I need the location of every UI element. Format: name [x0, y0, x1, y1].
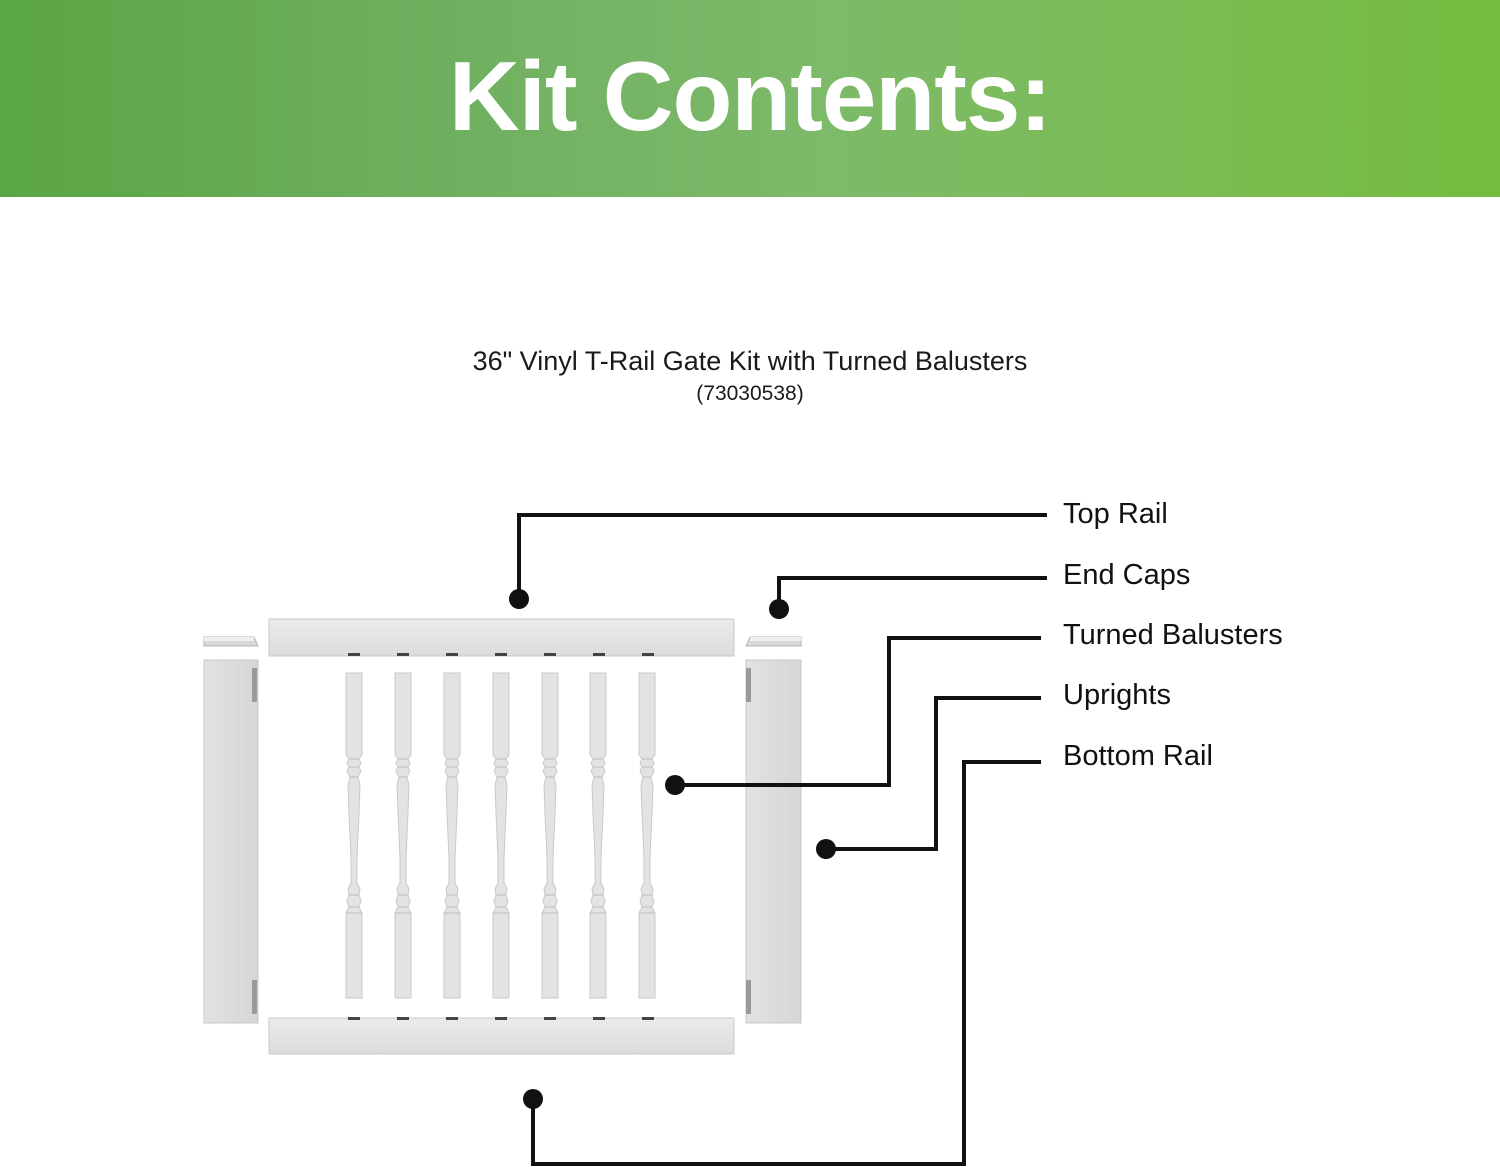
callout-end-caps: [777, 576, 1047, 609]
turned-balusters: [345, 672, 656, 999]
baluster: [394, 672, 412, 999]
baluster: [345, 672, 363, 999]
callout-dot-bottom-rail: [523, 1089, 543, 1109]
end-cap-left: [203, 636, 259, 647]
callout-dot-top-rail: [509, 589, 529, 609]
header-banner: Kit Contents:: [0, 0, 1500, 197]
callout-dot-end-caps: [769, 599, 789, 619]
callout-lines: [517, 513, 1047, 1166]
label-end-caps: End Caps: [1063, 559, 1191, 591]
top-rail: [268, 618, 735, 657]
callout-bottom-rail: [531, 760, 1041, 1166]
callout-dot-turned-balusters: [665, 775, 685, 795]
callout-uprights: [826, 696, 1041, 851]
label-uprights: Uprights: [1063, 679, 1171, 711]
baluster: [492, 672, 510, 999]
baluster: [589, 672, 607, 999]
page-title: Kit Contents:: [448, 41, 1052, 151]
callout-dot-uprights: [816, 839, 836, 859]
product-title: 36" Vinyl T-Rail Gate Kit with Turned Ba…: [472, 346, 1028, 376]
upright-right: [745, 659, 802, 1024]
baluster: [541, 672, 559, 999]
callout-top-rail: [517, 513, 1047, 598]
product-sku: (73030538): [696, 382, 804, 405]
callout-dots: [509, 589, 836, 1109]
label-bottom-rail: Bottom Rail: [1063, 740, 1213, 772]
upright-left: [203, 659, 259, 1024]
baluster: [443, 672, 461, 999]
baluster: [638, 672, 656, 999]
bottom-rail: [268, 1017, 735, 1055]
end-cap-right: [745, 636, 802, 647]
label-turned-balusters: Turned Balusters: [1063, 619, 1283, 651]
label-top-rail: Top Rail: [1063, 498, 1168, 530]
callout-turned-balusters: [675, 636, 1041, 787]
